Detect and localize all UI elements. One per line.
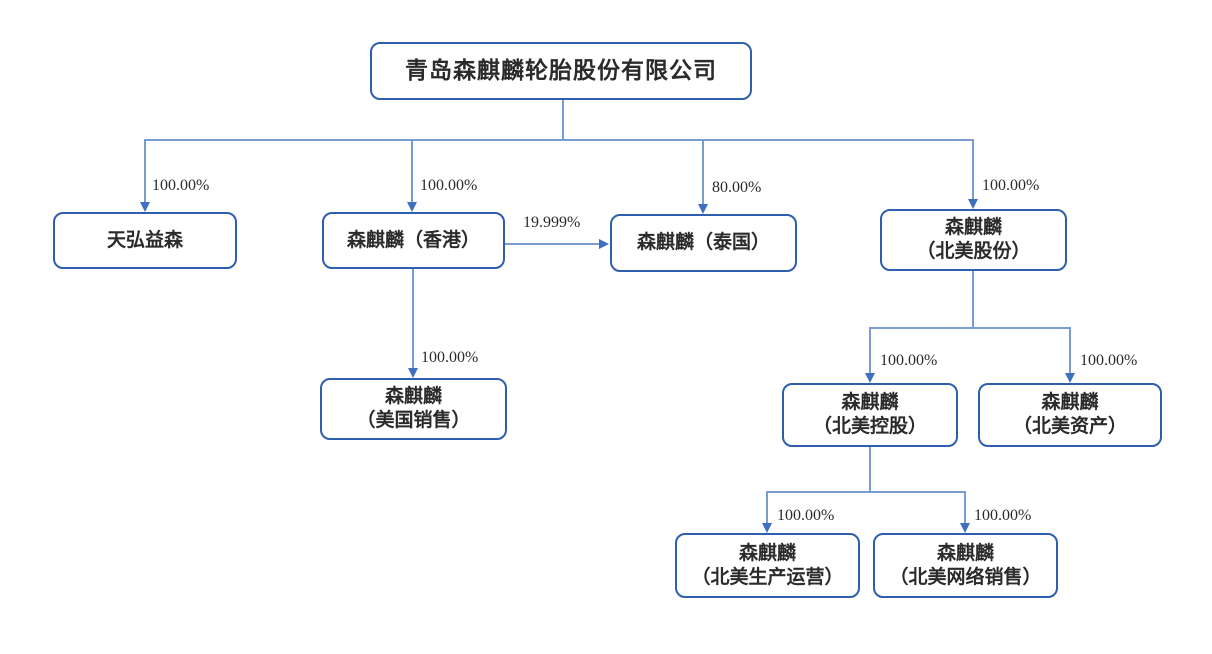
ownership-label-hongkong: 100.00% <box>420 177 478 194</box>
connector-drop-na-shares <box>972 139 974 199</box>
ownership-label-hongkong-thailand: 19.999% <box>523 214 581 231</box>
connector-drop-na-holding <box>869 327 871 373</box>
connector-na-holding-trunk <box>869 447 871 492</box>
connector-hongkong-to-us-sales <box>412 269 414 368</box>
connector-level1-horizontal <box>144 139 974 141</box>
connector-drop-thailand <box>702 139 704 204</box>
ownership-label-na-online-sales: 100.00% <box>974 507 1032 524</box>
connector-drop-na-production <box>766 491 768 524</box>
connector-drop-na-online-sales <box>964 491 966 524</box>
connector-level2-horizontal <box>869 327 1071 329</box>
ownership-label-tianhong: 100.00% <box>152 177 210 194</box>
connector-drop-hongkong <box>411 139 413 202</box>
node-label: 青岛森麒麟轮胎股份有限公司 <box>405 57 717 83</box>
node-sentury-north-america-holding: 森麒麟 （北美控股） <box>782 383 958 447</box>
connector-level3-horizontal <box>766 491 966 493</box>
node-label: 森麒麟（泰国） <box>636 232 770 254</box>
connector-parent-trunk <box>562 100 564 140</box>
node-label: 森麒麟 （北美股份） <box>916 217 1031 262</box>
ownership-label-na-shares: 100.00% <box>982 177 1040 194</box>
node-label: 天弘益森 <box>106 229 183 251</box>
node-label: 森麒麟 （北美生产运营） <box>691 542 844 588</box>
node-sentury-north-america-online-sales: 森麒麟 （北美网络销售） <box>873 533 1058 598</box>
connector-drop-tianhong <box>144 139 146 202</box>
node-label: 森麒麟（香港） <box>346 229 480 251</box>
arrow-down-icon <box>407 368 418 378</box>
node-sentury-north-america-shares: 森麒麟 （北美股份） <box>880 209 1067 271</box>
node-sentury-us-sales: 森麒麟 （美国销售） <box>320 378 507 440</box>
arrow-down-icon <box>697 204 708 214</box>
ownership-label-na-holding: 100.00% <box>880 352 938 369</box>
arrow-down-icon <box>959 523 970 533</box>
node-label: 森麒麟 （北美资产） <box>1012 392 1127 437</box>
connector-na-shares-trunk <box>972 271 974 328</box>
node-sentury-thailand: 森麒麟（泰国） <box>610 214 797 272</box>
node-tianhong-yisen: 天弘益森 <box>53 212 237 269</box>
arrow-down-icon <box>1064 373 1075 383</box>
arrow-down-icon <box>967 199 978 209</box>
node-sentury-hongkong: 森麒麟（香港） <box>322 212 505 269</box>
node-label: 森麒麟 （北美控股） <box>812 392 927 437</box>
ownership-label-na-production: 100.00% <box>777 507 835 524</box>
arrow-down-icon <box>406 202 417 212</box>
arrow-down-icon <box>761 523 772 533</box>
arrow-down-icon <box>864 373 875 383</box>
node-sentury-north-america-production: 森麒麟 （北美生产运营） <box>675 533 860 598</box>
ownership-label-na-assets: 100.00% <box>1080 352 1138 369</box>
node-label: 森麒麟 （北美网络销售） <box>889 542 1042 588</box>
arrow-down-icon <box>139 202 150 212</box>
node-sentury-north-america-assets: 森麒麟 （北美资产） <box>978 383 1162 447</box>
ownership-label-thailand: 80.00% <box>712 179 762 196</box>
node-label: 森麒麟 （美国销售） <box>356 386 471 431</box>
connector-drop-na-assets <box>1069 327 1071 373</box>
node-parent-company: 青岛森麒麟轮胎股份有限公司 <box>370 42 752 100</box>
ownership-label-us-sales: 100.00% <box>421 349 479 366</box>
connector-hongkong-to-thailand <box>505 243 600 245</box>
arrow-right-icon <box>599 238 609 249</box>
